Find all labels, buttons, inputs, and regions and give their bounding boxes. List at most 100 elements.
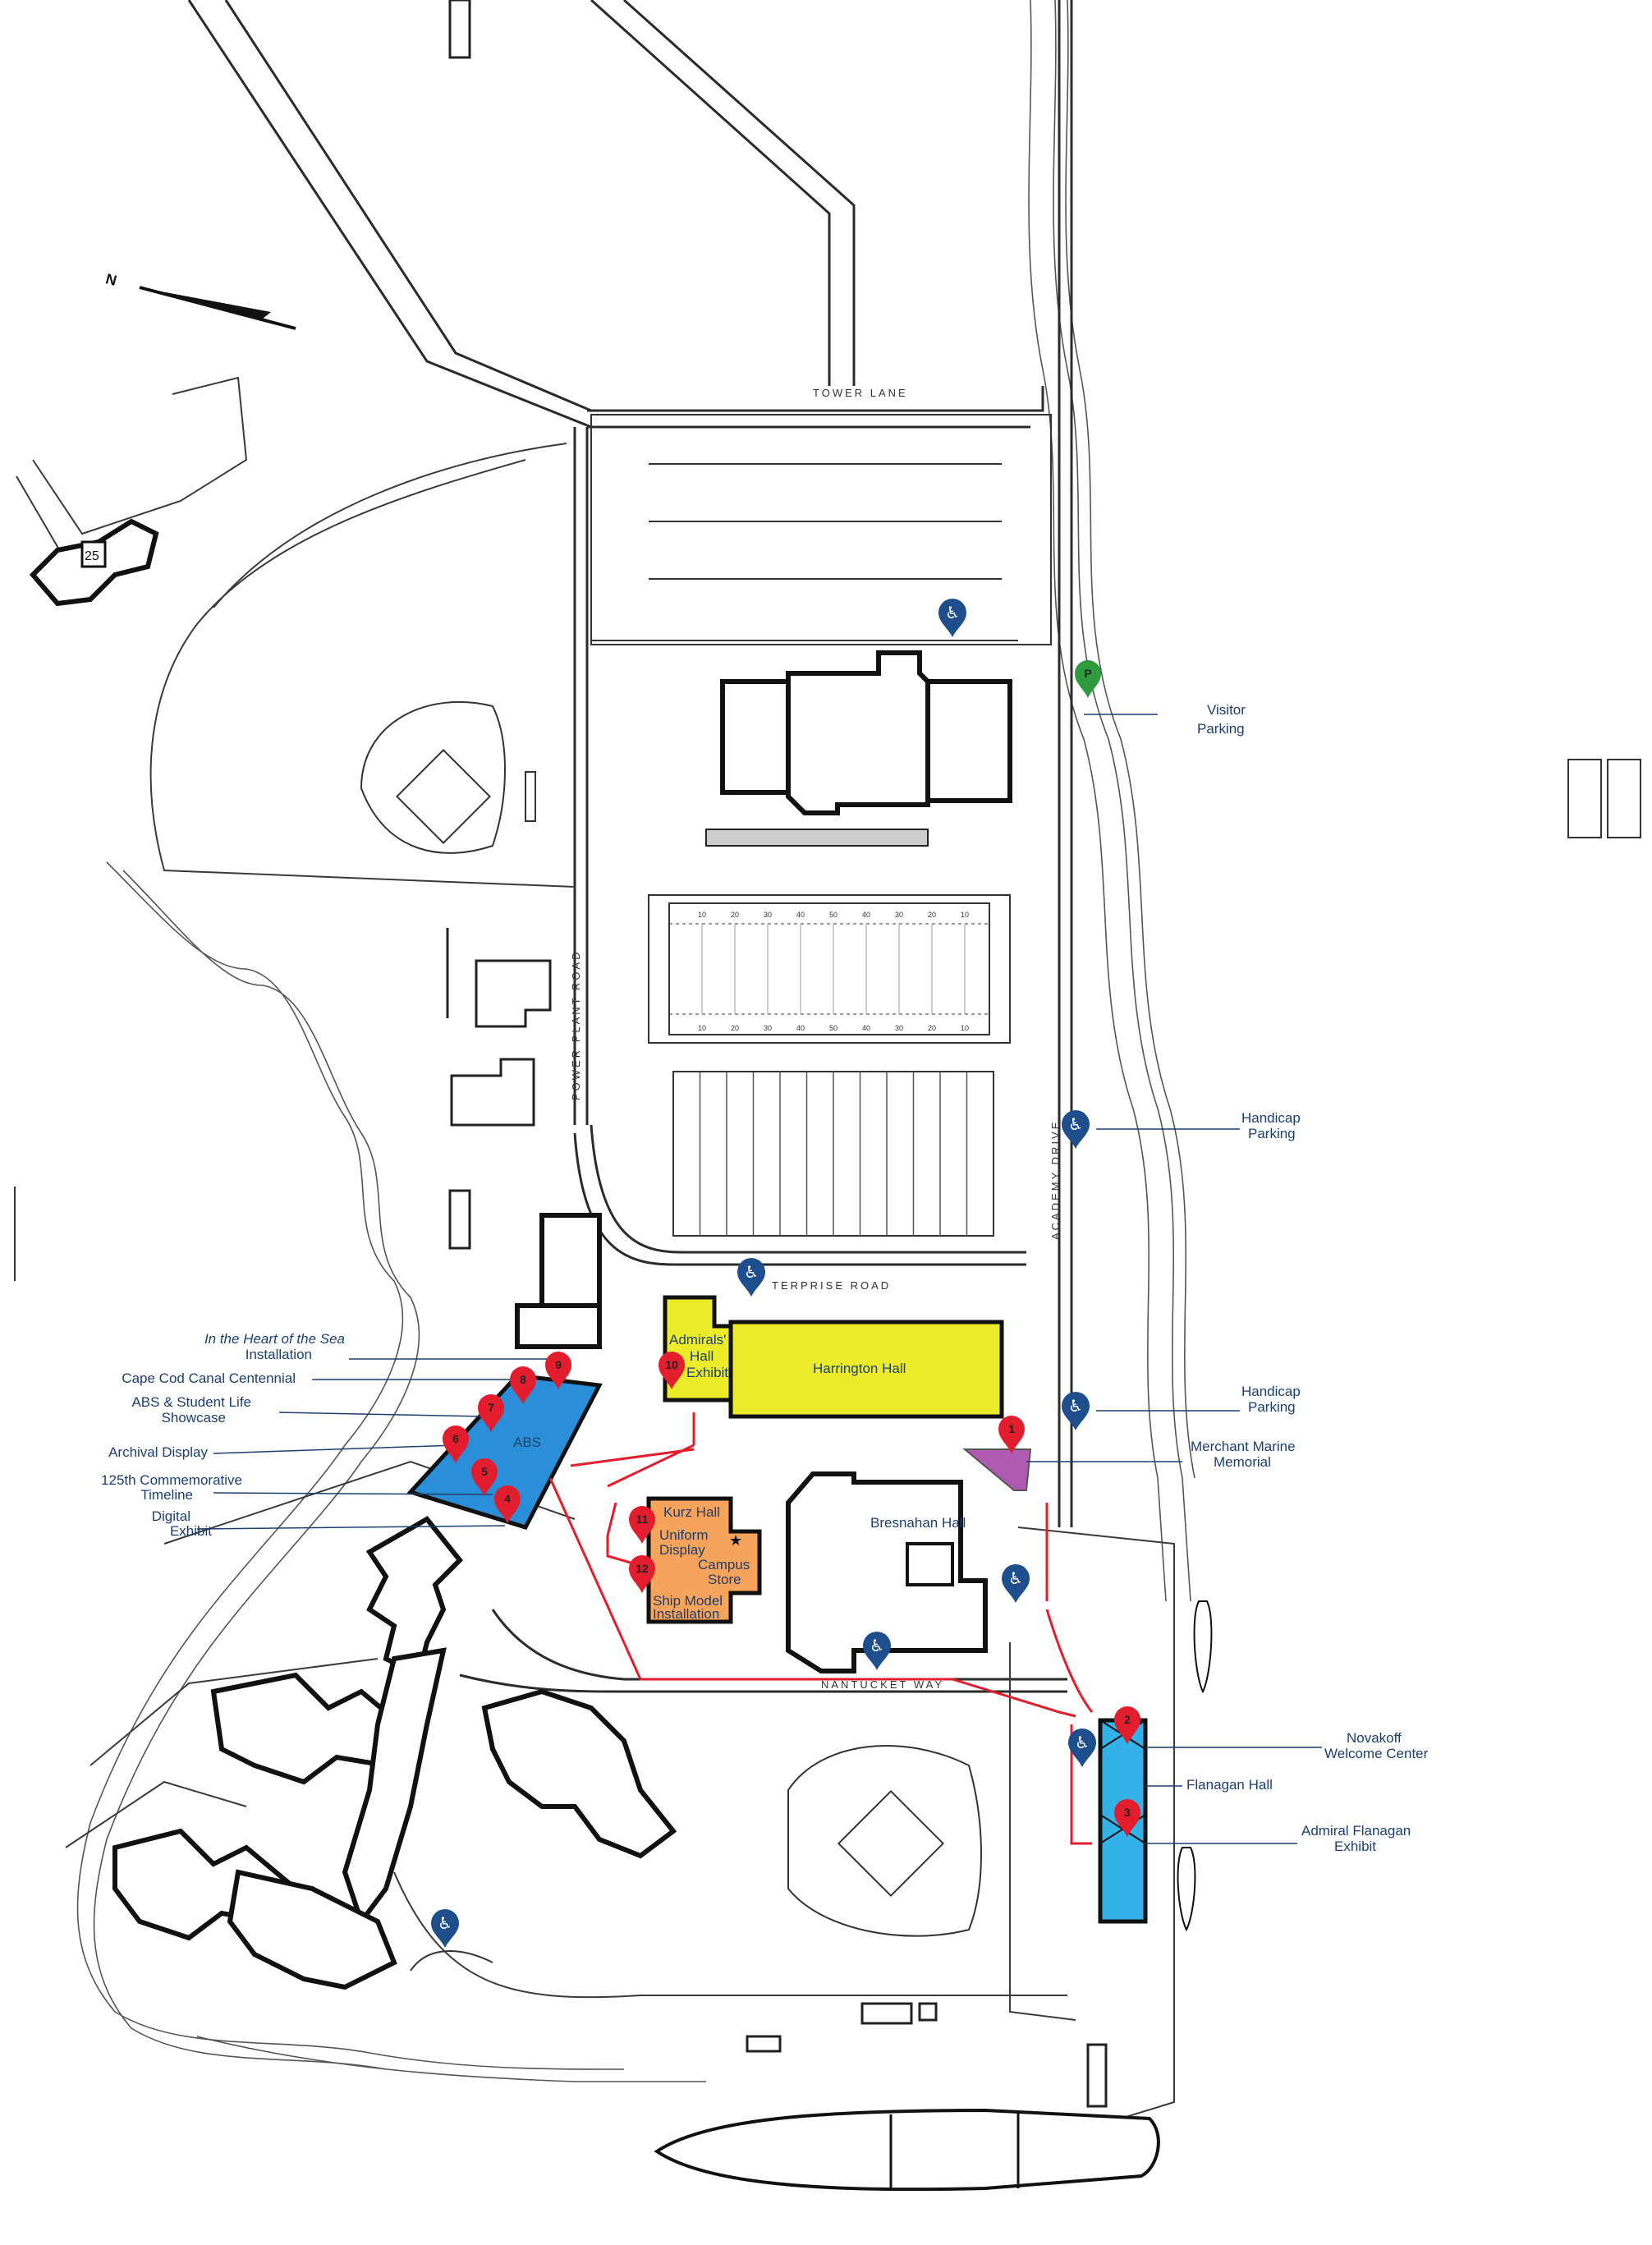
- map-pin-6[interactable]: 6: [443, 1426, 469, 1463]
- tour-route: [548, 1412, 1094, 1845]
- map-pin-3[interactable]: 3: [1114, 1799, 1140, 1837]
- bresnahan-hall: Bresnahan Hall: [786, 1471, 988, 1673]
- yard-number: 40: [862, 1024, 870, 1032]
- baseball-field-south: [787, 1745, 982, 1937]
- pin-number: 5: [481, 1465, 488, 1478]
- handicap-parking-icon[interactable]: ♿: [1062, 1110, 1090, 1149]
- pin-number: 6: [452, 1432, 459, 1445]
- callout-handicap-2b: Parking: [1248, 1399, 1296, 1415]
- map-pin-4[interactable]: 4: [494, 1485, 521, 1523]
- wheelchair-icon: ♿: [1068, 1396, 1083, 1416]
- pin-number: 8: [520, 1373, 526, 1386]
- pin-number: P: [1084, 667, 1091, 680]
- handicap-marker-shape: [863, 1632, 891, 1670]
- yard-number: 20: [731, 1024, 739, 1032]
- wheelchair-icon: ♿: [1008, 1568, 1023, 1588]
- admirals-hall-label-1: Admirals': [669, 1332, 726, 1347]
- map-pin-icon: [545, 1352, 571, 1389]
- map-pin-1[interactable]: 1: [998, 1416, 1025, 1453]
- wheelchair-icon: ♿: [945, 603, 960, 622]
- map-pin-icon: [1114, 1706, 1140, 1744]
- callout-digital-1: Digital: [152, 1508, 190, 1524]
- callout-heart-of-sea-1: In the Heart of the Sea: [204, 1331, 345, 1347]
- handicap-marker-shape: [1002, 1564, 1030, 1603]
- nantucket-way-label: NANTUCKET WAY: [821, 1678, 944, 1691]
- callout-handicap-1a: Handicap: [1241, 1110, 1301, 1126]
- map-pin-7[interactable]: 7: [478, 1394, 504, 1432]
- callout-memorial-2: Memorial: [1214, 1454, 1271, 1470]
- training-ship: [654, 2108, 1160, 2192]
- handicap-parking-icon[interactable]: ♿: [938, 599, 966, 637]
- map-pin-10[interactable]: 10: [659, 1352, 685, 1389]
- pin-number: 1: [1008, 1422, 1015, 1435]
- callout-digital-2: Exhibit: [170, 1523, 212, 1539]
- power-plant-hall: [515, 1213, 602, 1349]
- handicap-parking-icon[interactable]: ♿: [737, 1258, 765, 1297]
- gymnasium-building: [720, 650, 1012, 815]
- map-pin-icon: [494, 1485, 521, 1523]
- map-pin-2[interactable]: 2: [1114, 1706, 1140, 1744]
- handicap-marker-shape: [938, 599, 966, 637]
- yard-number: 50: [829, 1024, 837, 1032]
- admirals-hall[interactable]: Admirals' Hall Exhibit: [663, 1295, 733, 1403]
- admirals-hall-label-2: Hall: [690, 1348, 714, 1364]
- kurz-hall[interactable]: Kurz Hall Uniform Display Campus Store S…: [646, 1496, 762, 1624]
- callout-abs-showcase-1: ABS & Student Life: [131, 1394, 251, 1410]
- pin-number: 3: [1124, 1806, 1131, 1819]
- handicap-marker-shape: [1062, 1392, 1090, 1430]
- handicap-marker-shape: [737, 1258, 765, 1297]
- baseball-field-north: [360, 700, 536, 854]
- harrington-hall[interactable]: Harrington Hall: [728, 1320, 1004, 1419]
- map-pin-8[interactable]: 8: [510, 1366, 536, 1404]
- callout-flanagan-exhibit-1: Admiral Flanagan: [1301, 1823, 1411, 1839]
- yard-number: 30: [895, 1024, 903, 1032]
- yard-number: 50: [829, 911, 837, 919]
- pin-number: 10: [665, 1358, 678, 1371]
- ship-model-label-2: Installation: [653, 1606, 719, 1622]
- callout-flanagan-hall: Flanagan Hall: [1186, 1777, 1273, 1793]
- south-parking: [410, 1950, 1108, 2108]
- uniform-display-label-2: Display: [659, 1542, 705, 1558]
- handicap-marker-shape: [431, 1909, 459, 1948]
- bresnahan-hall-label: Bresnahan Hall: [870, 1515, 966, 1531]
- map-pin-icon: [478, 1394, 504, 1432]
- yard-number: 40: [862, 911, 870, 919]
- pin-number: 9: [555, 1358, 562, 1371]
- handicap-parking-icon[interactable]: ♿: [863, 1632, 891, 1670]
- yard-number: 10: [698, 911, 706, 919]
- map-pin-icon: [510, 1366, 536, 1404]
- pin-number: 11: [636, 1513, 649, 1526]
- yard-number: 10: [961, 1024, 969, 1032]
- callout-welcome-center-2: Welcome Center: [1324, 1746, 1429, 1761]
- tower-lane-label: TOWER LANE: [813, 387, 908, 399]
- merchant-marine-memorial[interactable]: [962, 1448, 1032, 1491]
- map-pin-icon: [629, 1506, 655, 1544]
- wheelchair-icon: ♿: [1075, 1733, 1090, 1752]
- uniform-display-label-1: Uniform: [659, 1527, 709, 1543]
- callout-memorial-1: Merchant Marine: [1191, 1439, 1296, 1454]
- kurz-hall-label: Kurz Hall: [663, 1504, 720, 1520]
- map-pin-9[interactable]: 9: [545, 1352, 571, 1389]
- handicap-parking-icon[interactable]: ♿: [1068, 1729, 1096, 1767]
- map-pin-5[interactable]: 5: [471, 1458, 498, 1496]
- callout-timeline-1: 125th Commemorative: [101, 1472, 242, 1488]
- handicap-parking-icon[interactable]: ♿: [1062, 1392, 1090, 1430]
- wheelchair-icon: ♿: [870, 1636, 884, 1655]
- map-pin-11[interactable]: 11: [629, 1506, 655, 1544]
- handicap-parking-icon[interactable]: ♿: [431, 1909, 459, 1948]
- visitor-parking-pin[interactable]: P: [1075, 660, 1101, 698]
- map-pin-12[interactable]: 12: [629, 1555, 655, 1593]
- yard-number: 10: [698, 1024, 706, 1032]
- pin-number: 12: [636, 1562, 649, 1575]
- harrington-hall-label: Harrington Hall: [813, 1361, 906, 1376]
- admirals-hall-label-3: Exhibit: [686, 1365, 728, 1380]
- wheelchair-icon: ♿: [1068, 1114, 1083, 1134]
- yard-number: 40: [796, 911, 805, 919]
- callout-timeline-2: Timeline: [140, 1487, 193, 1503]
- practice-field-lines: [699, 1072, 968, 1236]
- handicap-parking-icon[interactable]: ♿: [1002, 1564, 1030, 1603]
- pin-number: 4: [504, 1492, 511, 1505]
- callout-visitor-parking-1: Visitor: [1207, 702, 1246, 718]
- map-pin-icon: [998, 1416, 1025, 1453]
